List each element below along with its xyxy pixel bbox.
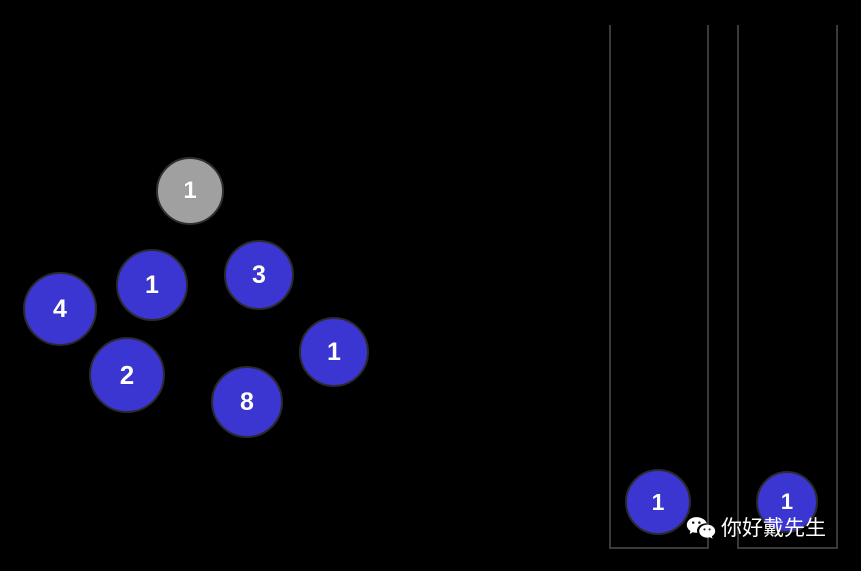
bubble-node-label: 1	[651, 488, 665, 515]
bubble-node[interactable]: 8	[211, 366, 283, 438]
bubble-node[interactable]: 1	[156, 157, 224, 225]
column-baseline-left	[609, 547, 709, 549]
bubble-node[interactable]: 1	[625, 469, 691, 535]
column-baseline-right	[737, 547, 838, 549]
bubble-node-label: 3	[252, 260, 266, 289]
bubble-node[interactable]: 1	[299, 317, 369, 387]
bubble-node[interactable]: 1	[116, 249, 188, 321]
bubble-node[interactable]: 2	[89, 337, 165, 413]
column-divider-line-1	[609, 25, 611, 548]
column-divider-line-2	[707, 25, 709, 548]
wechat-icon	[686, 516, 716, 541]
bubble-node-label: 4	[53, 294, 67, 323]
bubble-node[interactable]: 3	[224, 240, 294, 310]
column-divider-line-3	[737, 25, 739, 548]
bubble-node-label: 1	[145, 270, 159, 299]
watermark: 你好戴先生	[686, 516, 826, 541]
bubble-node-label: 2	[119, 360, 135, 390]
watermark-text: 你好戴先生	[721, 516, 826, 540]
bubble-node-label: 8	[240, 387, 254, 416]
column-divider-line-4	[836, 25, 838, 548]
bubble-node-label: 1	[183, 177, 197, 204]
bubble-node[interactable]: 4	[23, 272, 97, 346]
bubble-node-label: 1	[780, 489, 794, 514]
bubble-node-label: 1	[327, 337, 341, 366]
